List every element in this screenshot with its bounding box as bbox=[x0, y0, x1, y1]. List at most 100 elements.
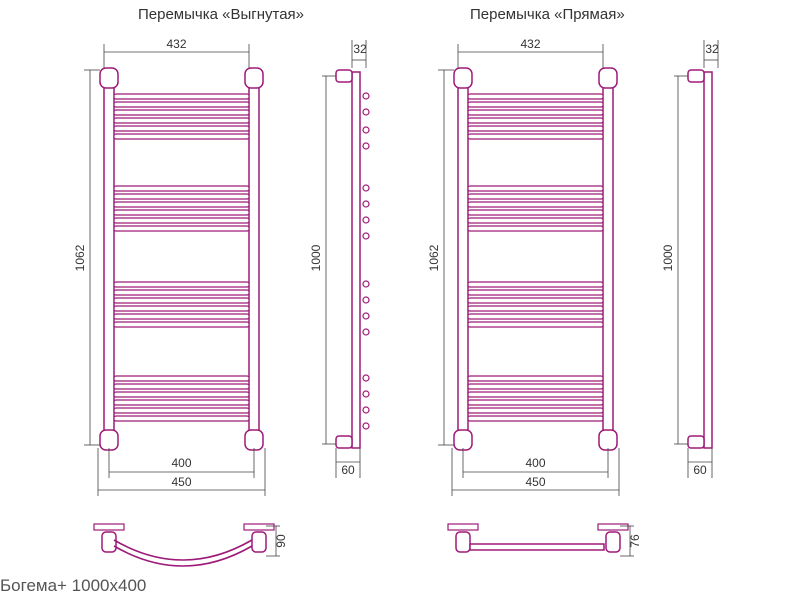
crossbar bbox=[467, 193, 604, 200]
crossbar-profile bbox=[362, 422, 370, 430]
crossbar bbox=[467, 281, 604, 288]
mount-plate bbox=[243, 523, 275, 531]
crossbar bbox=[467, 93, 604, 100]
crossbar bbox=[467, 125, 604, 132]
crossbar bbox=[113, 225, 250, 232]
crossbar bbox=[113, 383, 250, 390]
crossbar-profile bbox=[362, 92, 370, 100]
mount-plate bbox=[93, 523, 125, 531]
crossbar bbox=[467, 383, 604, 390]
left-rail bbox=[457, 69, 469, 446]
crossbar bbox=[467, 185, 604, 192]
dim-label-side-bottom: 60 bbox=[341, 463, 355, 477]
crossbar-profile bbox=[362, 374, 370, 382]
crossbar bbox=[113, 297, 250, 304]
crossbar bbox=[467, 209, 604, 216]
crossbar bbox=[113, 391, 250, 398]
product-caption: Богема+ 1000x400 bbox=[0, 576, 147, 595]
crossbar bbox=[467, 305, 604, 312]
crossbar-profile bbox=[362, 200, 370, 208]
crossbar bbox=[467, 313, 604, 320]
crossbar bbox=[113, 305, 250, 312]
crossbar bbox=[113, 133, 250, 140]
crossbar bbox=[467, 289, 604, 296]
end-cap-left bbox=[455, 531, 471, 553]
bracket-bottom bbox=[687, 435, 705, 449]
dim-label-side-bottom: 60 bbox=[693, 463, 707, 477]
crossbar bbox=[467, 391, 604, 398]
dim-label-height: 1062 bbox=[73, 244, 87, 271]
right-rail bbox=[248, 69, 260, 446]
crossbar bbox=[113, 109, 250, 116]
connection-nut bbox=[244, 429, 264, 451]
connection-nut bbox=[598, 67, 618, 89]
crossbar bbox=[113, 185, 250, 192]
bridge-curve bbox=[113, 539, 253, 561]
crossbar bbox=[467, 201, 604, 208]
crossbar bbox=[467, 399, 604, 406]
connection-nut bbox=[598, 429, 618, 451]
mount-plate bbox=[447, 523, 479, 531]
dim-label-height: 1062 bbox=[427, 244, 441, 271]
connection-nut bbox=[244, 67, 264, 89]
right-rail bbox=[602, 69, 614, 446]
dim-label-side-height: 1000 bbox=[661, 244, 675, 271]
crossbar bbox=[113, 415, 250, 422]
crossbar-profile bbox=[362, 108, 370, 116]
top-view-curved-bridge: 90 bbox=[93, 523, 288, 567]
crossbar bbox=[113, 201, 250, 208]
diagram-title-straight: Перемычка «Прямая» bbox=[470, 6, 625, 23]
crossbar bbox=[467, 415, 604, 422]
bracket-top bbox=[335, 69, 353, 83]
crossbar bbox=[113, 117, 250, 124]
dim-label-side-top: 32 bbox=[353, 42, 367, 56]
dim-label-outer-width: 450 bbox=[525, 475, 545, 489]
side-rail bbox=[703, 71, 713, 449]
crossbar bbox=[467, 225, 604, 232]
crossbar-profile bbox=[362, 232, 370, 240]
crossbar bbox=[467, 101, 604, 108]
top-view-straight-bridge: 76 bbox=[447, 523, 642, 557]
bracket-top bbox=[687, 69, 705, 83]
crossbar-profile bbox=[362, 280, 370, 288]
crossbar-profile bbox=[362, 296, 370, 304]
crossbar bbox=[467, 109, 604, 116]
end-cap-left bbox=[101, 531, 117, 553]
dim-label-top-width: 432 bbox=[166, 37, 186, 51]
crossbar bbox=[113, 407, 250, 414]
crossbar bbox=[467, 375, 604, 382]
crossbar-profile bbox=[362, 184, 370, 192]
crossbar-profile bbox=[362, 216, 370, 224]
bridge-straight bbox=[469, 543, 605, 551]
mount-plate bbox=[597, 523, 629, 531]
crossbar bbox=[113, 281, 250, 288]
connection-nut bbox=[453, 67, 473, 89]
crossbar bbox=[467, 297, 604, 304]
side-rail bbox=[351, 71, 361, 449]
crossbar-profile bbox=[362, 142, 370, 150]
crossbar bbox=[113, 289, 250, 296]
crossbar-profile bbox=[362, 126, 370, 134]
dim-label-inner-width: 400 bbox=[525, 456, 545, 470]
crossbar bbox=[113, 217, 250, 224]
connection-nut bbox=[453, 429, 473, 451]
crossbar bbox=[467, 321, 604, 328]
dim-label-bridge-depth: 90 bbox=[274, 534, 288, 548]
crossbar bbox=[113, 399, 250, 406]
diagram-title-curved: Перемычка «Выгнутая» bbox=[138, 6, 305, 23]
dim-label-inner-width: 400 bbox=[171, 456, 191, 470]
crossbar bbox=[113, 193, 250, 200]
bridge-curve bbox=[113, 545, 253, 567]
crossbar bbox=[467, 117, 604, 124]
crossbar bbox=[467, 217, 604, 224]
crossbar bbox=[113, 93, 250, 100]
left-rail bbox=[103, 69, 115, 446]
crossbar-profile bbox=[362, 406, 370, 414]
end-cap-right bbox=[605, 531, 621, 553]
dim-label-bridge-depth: 76 bbox=[628, 534, 642, 548]
